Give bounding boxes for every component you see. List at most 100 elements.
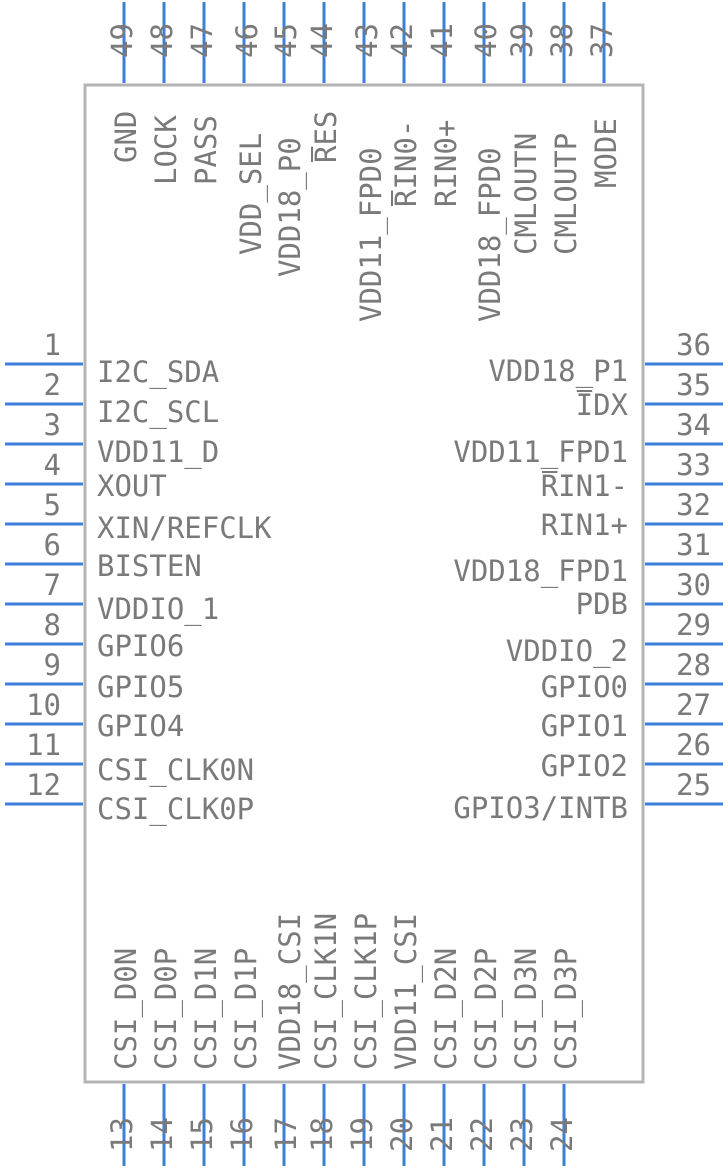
pin-label-27: GPIO1 bbox=[541, 709, 628, 743]
pin-label-16: CSI_D1P bbox=[229, 948, 264, 1070]
pin-number-1: 1 bbox=[44, 328, 61, 362]
pin-label-6: BISTEN bbox=[97, 549, 202, 583]
pin-label-11: CSI_CLK0N bbox=[97, 753, 254, 788]
pin-label-26: GPIO2 bbox=[541, 749, 628, 783]
pin-label-33: RIN1- bbox=[541, 469, 628, 503]
pin-label-32: RIN1+ bbox=[541, 508, 628, 542]
pin-label-37: MODE bbox=[589, 118, 623, 188]
pin-number-37: 37 bbox=[585, 23, 619, 58]
pin-label-38: CMLOUTP bbox=[549, 133, 583, 255]
pin-number-47: 47 bbox=[185, 23, 219, 58]
pin-number-17: 17 bbox=[269, 1117, 303, 1152]
pin-label-7: VDDIO_1 bbox=[97, 592, 219, 627]
pin-label-4: XOUT bbox=[97, 469, 167, 503]
pin-number-35: 35 bbox=[676, 368, 711, 402]
pin-number-26: 26 bbox=[676, 728, 711, 762]
pin-label-36: VDD18_P1 bbox=[488, 354, 628, 389]
pin-number-49: 49 bbox=[105, 23, 139, 58]
pin-number-7: 7 bbox=[44, 568, 61, 602]
pin-number-29: 29 bbox=[676, 608, 711, 642]
pin-number-9: 9 bbox=[44, 648, 61, 682]
pin-number-30: 30 bbox=[676, 568, 711, 602]
pin-label-3: VDD11_D bbox=[97, 435, 219, 470]
pin-number-12: 12 bbox=[26, 768, 61, 802]
pin-label-40: VDD18_FPD0 bbox=[473, 147, 508, 322]
pin-number-6: 6 bbox=[44, 528, 61, 562]
pin-label-12: CSI_CLK0P bbox=[97, 792, 254, 827]
pin-number-38: 38 bbox=[545, 23, 579, 58]
pin-label-18: CSI_CLK1N bbox=[309, 913, 344, 1070]
pin-label-31: VDD18_FPD1 bbox=[453, 554, 628, 589]
pin-number-44: 44 bbox=[305, 23, 339, 58]
pin-label-42: RIN0- bbox=[389, 120, 423, 207]
pin-label-17: VDD18_CSI bbox=[273, 913, 308, 1070]
pin-number-40: 40 bbox=[469, 23, 503, 58]
pin-number-21: 21 bbox=[425, 1117, 459, 1152]
pin-label-5: XIN/REFCLK bbox=[97, 511, 272, 545]
pin-label-23: CSI_D3N bbox=[509, 948, 544, 1070]
pin-label-43: VDD11_FPD0 bbox=[354, 147, 389, 322]
pin-number-2: 2 bbox=[44, 368, 61, 402]
pin-label-13: CSI_D0N bbox=[109, 948, 144, 1070]
pin-label-8: GPIO6 bbox=[97, 629, 184, 663]
pin-number-39: 39 bbox=[505, 23, 539, 58]
pin-number-36: 36 bbox=[676, 328, 711, 362]
pin-number-14: 14 bbox=[145, 1117, 179, 1152]
pin-label-19: CSI_CLK1P bbox=[349, 913, 384, 1070]
pin-number-27: 27 bbox=[676, 688, 711, 722]
pin-number-8: 8 bbox=[44, 608, 61, 642]
pin-label-24: CSI_D3P bbox=[549, 948, 584, 1070]
pin-number-32: 32 bbox=[676, 488, 711, 522]
pin-label-46: VDD_SEL bbox=[234, 133, 269, 255]
pin-label-21: CSI_D2N bbox=[429, 948, 464, 1070]
pin-number-10: 10 bbox=[26, 688, 61, 722]
pin-label-20: VDD11_CSI bbox=[389, 913, 424, 1070]
pin-number-23: 23 bbox=[505, 1117, 539, 1152]
pin-number-33: 33 bbox=[676, 448, 711, 482]
pin-label-29: VDDIO_2 bbox=[506, 634, 628, 669]
pin-label-39: CMLOUTN bbox=[509, 133, 543, 255]
pin-number-48: 48 bbox=[145, 23, 179, 58]
pin-number-41: 41 bbox=[425, 23, 459, 58]
pin-number-3: 3 bbox=[44, 408, 61, 442]
pin-label-15: CSI_D1N bbox=[189, 948, 224, 1070]
pin-number-5: 5 bbox=[44, 488, 61, 522]
pin-number-43: 43 bbox=[350, 23, 384, 58]
pin-label-25: GPIO3/INTB bbox=[453, 791, 628, 825]
pin-label-9: GPIO5 bbox=[97, 670, 184, 704]
pin-number-18: 18 bbox=[305, 1117, 339, 1152]
pin-label-47: PASS bbox=[189, 115, 223, 185]
pin-number-15: 15 bbox=[185, 1117, 219, 1152]
pin-label-28: GPIO0 bbox=[541, 670, 628, 704]
pin-number-46: 46 bbox=[230, 23, 264, 58]
pin-number-45: 45 bbox=[269, 23, 303, 58]
chip-body bbox=[83, 83, 645, 1084]
pin-number-20: 20 bbox=[385, 1117, 419, 1152]
pin-label-10: GPIO4 bbox=[97, 709, 184, 743]
pin-label-22: CSI_D2P bbox=[469, 948, 504, 1070]
pin-number-42: 42 bbox=[385, 23, 419, 58]
pin-number-13: 13 bbox=[105, 1117, 139, 1152]
pin-number-24: 24 bbox=[545, 1117, 579, 1152]
pin-label-34: VDD11_FPD1 bbox=[453, 435, 628, 470]
pin-number-22: 22 bbox=[465, 1117, 499, 1152]
pin-number-16: 16 bbox=[225, 1117, 259, 1152]
pin-number-4: 4 bbox=[44, 448, 61, 482]
pin-label-44: RES bbox=[309, 111, 343, 163]
pin-label-49: GND bbox=[109, 111, 143, 163]
pin-number-25: 25 bbox=[676, 768, 711, 802]
pin-label-48: LOCK bbox=[149, 115, 183, 185]
pin-label-14: CSI_D0P bbox=[149, 948, 184, 1070]
pin-number-34: 34 bbox=[676, 408, 711, 442]
pin-label-35: IDX bbox=[576, 388, 629, 422]
pin-number-11: 11 bbox=[26, 728, 61, 762]
pin-number-19: 19 bbox=[345, 1117, 379, 1152]
pin-number-31: 31 bbox=[676, 528, 711, 562]
pin-label-1: I2C_SDA bbox=[97, 355, 219, 390]
pin-label-2: I2C_SCL bbox=[97, 395, 219, 430]
pin-label-41: RIN0+ bbox=[429, 120, 463, 207]
pin-label-45: VDD18_P0 bbox=[273, 137, 308, 277]
pin-number-28: 28 bbox=[676, 648, 711, 682]
pin-label-30: PDB bbox=[576, 587, 628, 621]
